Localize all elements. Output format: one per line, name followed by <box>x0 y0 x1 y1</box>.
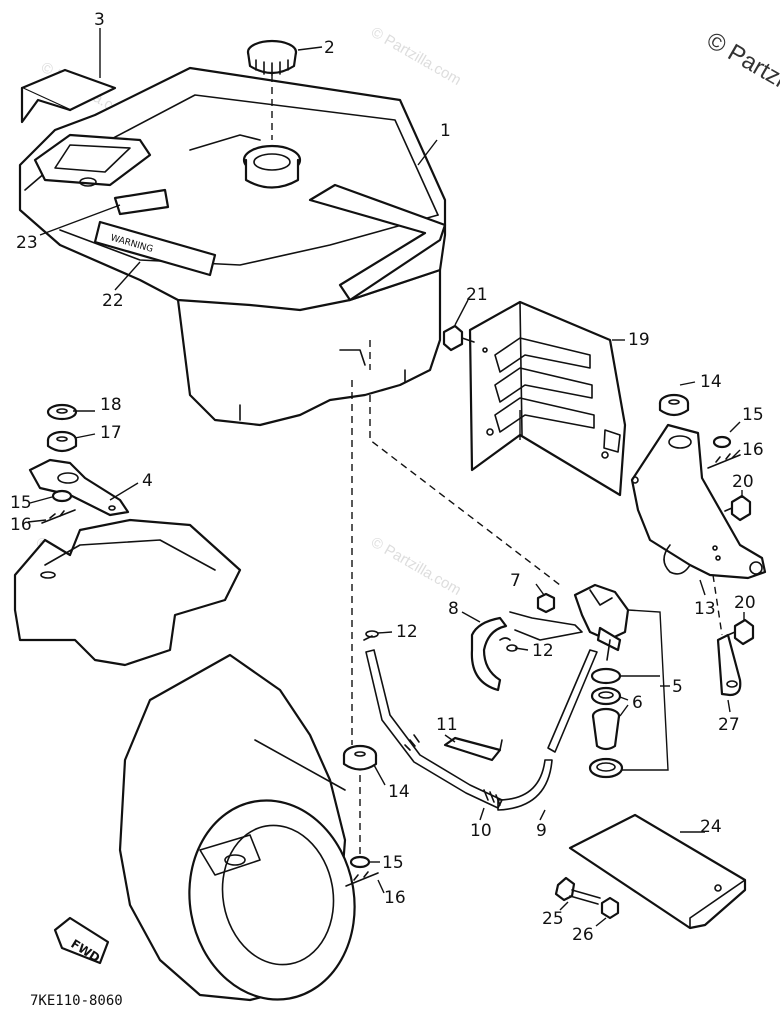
callout-26[interactable]: 26 <box>572 925 594 945</box>
heat-shield-part-19[interactable] <box>468 300 627 497</box>
callout-7[interactable]: 7 <box>510 571 521 591</box>
strainer-oring-part-5[interactable] <box>588 757 624 779</box>
oring-part-12-right[interactable] <box>499 637 518 652</box>
oring-part-6-top[interactable] <box>590 667 622 685</box>
gasket-part-6[interactable] <box>590 686 622 706</box>
callout-12-right[interactable]: 12 <box>532 641 554 661</box>
upper-shroud[interactable] <box>13 518 242 667</box>
callout-8[interactable]: 8 <box>448 599 459 619</box>
callout-15-left[interactable]: 15 <box>10 493 32 513</box>
fuel-cock-part-5[interactable] <box>573 583 630 661</box>
clip-part-16-left[interactable] <box>41 509 76 524</box>
bolt-part-20-lower[interactable] <box>727 618 755 646</box>
fwd-arrow: FWD <box>53 916 110 965</box>
clamp-part-27[interactable] <box>712 574 742 697</box>
bolt-part-21[interactable] <box>442 324 475 352</box>
callout-19[interactable]: 19 <box>628 330 650 350</box>
clip-part-16-center[interactable] <box>345 871 379 887</box>
grommet-part-17[interactable] <box>46 430 78 453</box>
bracket-part-4[interactable] <box>28 458 130 517</box>
callout-23[interactable]: 23 <box>16 233 38 253</box>
callout-5[interactable]: 5 <box>672 677 683 697</box>
drawing-code: 7KE110-8060 <box>30 993 123 1009</box>
damper-part-18[interactable] <box>46 403 78 421</box>
filter-cup-part-5[interactable] <box>591 707 621 751</box>
callout-10[interactable]: 10 <box>470 821 492 841</box>
callout-16-left[interactable]: 16 <box>10 515 32 535</box>
callout-14-center[interactable]: 14 <box>388 782 410 802</box>
watermark-text: © Partzilla.com <box>368 24 464 89</box>
callout-11[interactable]: 11 <box>436 715 458 735</box>
washer-part-15-center[interactable] <box>349 855 371 869</box>
callout-22[interactable]: 22 <box>102 291 124 311</box>
callout-13[interactable]: 13 <box>694 599 716 619</box>
callout-15-right[interactable]: 15 <box>742 405 764 425</box>
callout-9[interactable]: 9 <box>536 821 547 841</box>
fan-housing[interactable] <box>118 653 370 1013</box>
callout-6[interactable]: 6 <box>632 693 643 713</box>
callout-4[interactable]: 4 <box>142 471 153 491</box>
bracket-part-13[interactable] <box>630 423 767 580</box>
fuel-hose-part-9[interactable] <box>497 649 598 811</box>
bolt-part-25[interactable] <box>554 876 601 905</box>
tray-part-24[interactable] <box>568 813 747 930</box>
clip-part-16-right[interactable] <box>707 453 741 469</box>
callout-12-left[interactable]: 12 <box>396 622 418 642</box>
callout-3[interactable]: 3 <box>94 10 105 30</box>
assembly-lines <box>271 75 561 855</box>
filler-cap-part-2[interactable] <box>246 39 298 76</box>
callout-24[interactable]: 24 <box>700 817 722 837</box>
lever-part-cock[interactable] <box>509 611 583 641</box>
callout-20-lower[interactable]: 20 <box>734 593 756 613</box>
partzilla-corner-watermark: © Partzilla <box>702 27 780 106</box>
oring-part-12-left[interactable] <box>363 630 379 641</box>
bolt-part-7[interactable] <box>536 592 556 614</box>
callout-1[interactable]: 1 <box>440 121 451 141</box>
cover-part-3[interactable] <box>20 68 117 124</box>
watermark-text: © Partzilla.com <box>368 534 464 599</box>
callout-labels: 2 3 1 23 22 18 17 4 15 16 21 19 14 15 16… <box>10 10 764 945</box>
warning-decal-part-22[interactable]: WARNING <box>93 220 217 277</box>
hose-part-8[interactable] <box>470 616 508 692</box>
washer-part-15-right[interactable] <box>712 435 732 449</box>
callout-14-right[interactable]: 14 <box>700 372 722 392</box>
callout-20-upper[interactable]: 20 <box>732 472 754 492</box>
callout-18[interactable]: 18 <box>100 395 122 415</box>
callout-21[interactable]: 21 <box>466 285 488 305</box>
fuel-tank-part-1[interactable] <box>18 66 447 427</box>
leader-lines <box>27 28 745 927</box>
callout-27[interactable]: 27 <box>718 715 740 735</box>
callout-25[interactable]: 25 <box>542 909 564 929</box>
callout-17[interactable]: 17 <box>100 423 122 443</box>
nut-part-26[interactable] <box>600 896 620 920</box>
grommet-part-14-center[interactable] <box>342 744 378 771</box>
washer-part-15-left[interactable] <box>51 489 73 503</box>
callout-16-center[interactable]: 16 <box>384 888 406 908</box>
bolt-part-20-upper[interactable] <box>724 494 752 522</box>
grommet-part-14-right[interactable] <box>658 393 690 417</box>
tank-label-part-23[interactable] <box>113 188 170 216</box>
callout-15-center[interactable]: 15 <box>382 853 404 873</box>
callout-16-right[interactable]: 16 <box>742 440 764 460</box>
callout-2[interactable]: 2 <box>324 38 335 58</box>
